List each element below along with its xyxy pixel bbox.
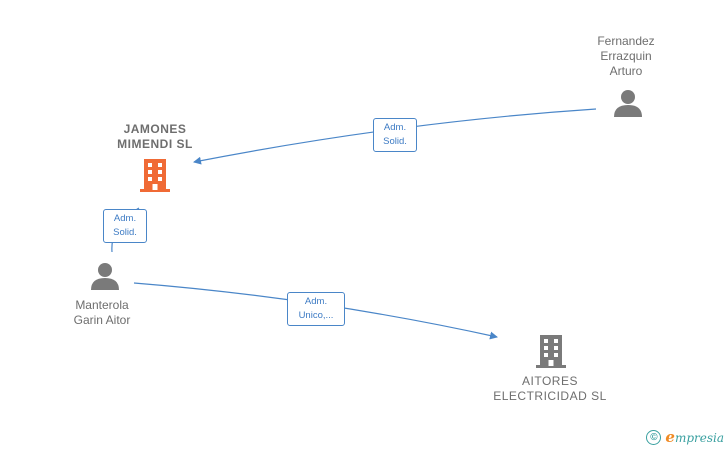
person-name-line: Errazquin bbox=[600, 49, 652, 63]
person-icon[interactable] bbox=[91, 263, 119, 290]
person-icon[interactable] bbox=[614, 90, 642, 117]
person-name-line: Manterola bbox=[75, 298, 129, 312]
building-icon[interactable] bbox=[140, 159, 170, 192]
person-label-fernandez[interactable]: Fernandez Errazquin Arturo bbox=[580, 34, 672, 79]
edge-role-line: Adm. bbox=[304, 296, 328, 307]
building-icon[interactable] bbox=[536, 335, 566, 368]
edge-role-line: Adm. bbox=[113, 213, 137, 224]
person-name-line: Arturo bbox=[609, 64, 643, 78]
company-name-line: JAMONES bbox=[123, 122, 187, 136]
edge-badge-manterola-aitores[interactable]: Adm. Unico,... bbox=[287, 292, 345, 326]
brand-initial: e bbox=[665, 428, 675, 446]
company-name-line: MIMENDI SL bbox=[117, 137, 193, 151]
edge-role-line: Adm. bbox=[383, 122, 407, 133]
edge-role-line: Unico,... bbox=[298, 310, 334, 321]
person-name-line: Garin Aitor bbox=[73, 313, 131, 327]
edge-role-line: Solid. bbox=[113, 227, 137, 238]
company-label-jamones[interactable]: JAMONES MIMENDI SL bbox=[100, 122, 210, 152]
edge-badge-manterola-jamones[interactable]: Adm. Solid. bbox=[103, 209, 147, 243]
company-label-aitores[interactable]: AITORES ELECTRICIDAD SL bbox=[488, 374, 612, 404]
company-name-line: ELECTRICIDAD SL bbox=[493, 389, 607, 403]
person-name-line: Fernandez bbox=[597, 34, 655, 48]
copyright-icon: © bbox=[646, 429, 662, 445]
edge-role-line: Solid. bbox=[383, 136, 407, 147]
footer-brand: © empresia bbox=[646, 428, 724, 446]
brand-name: mpresia bbox=[674, 431, 724, 445]
edge-badge-fernandez-jamones[interactable]: Adm. Solid. bbox=[373, 118, 417, 152]
brand-logo[interactable]: empresia bbox=[665, 428, 724, 446]
company-name-line: AITORES bbox=[522, 374, 578, 388]
person-label-manterola[interactable]: Manterola Garin Aitor bbox=[56, 298, 148, 328]
